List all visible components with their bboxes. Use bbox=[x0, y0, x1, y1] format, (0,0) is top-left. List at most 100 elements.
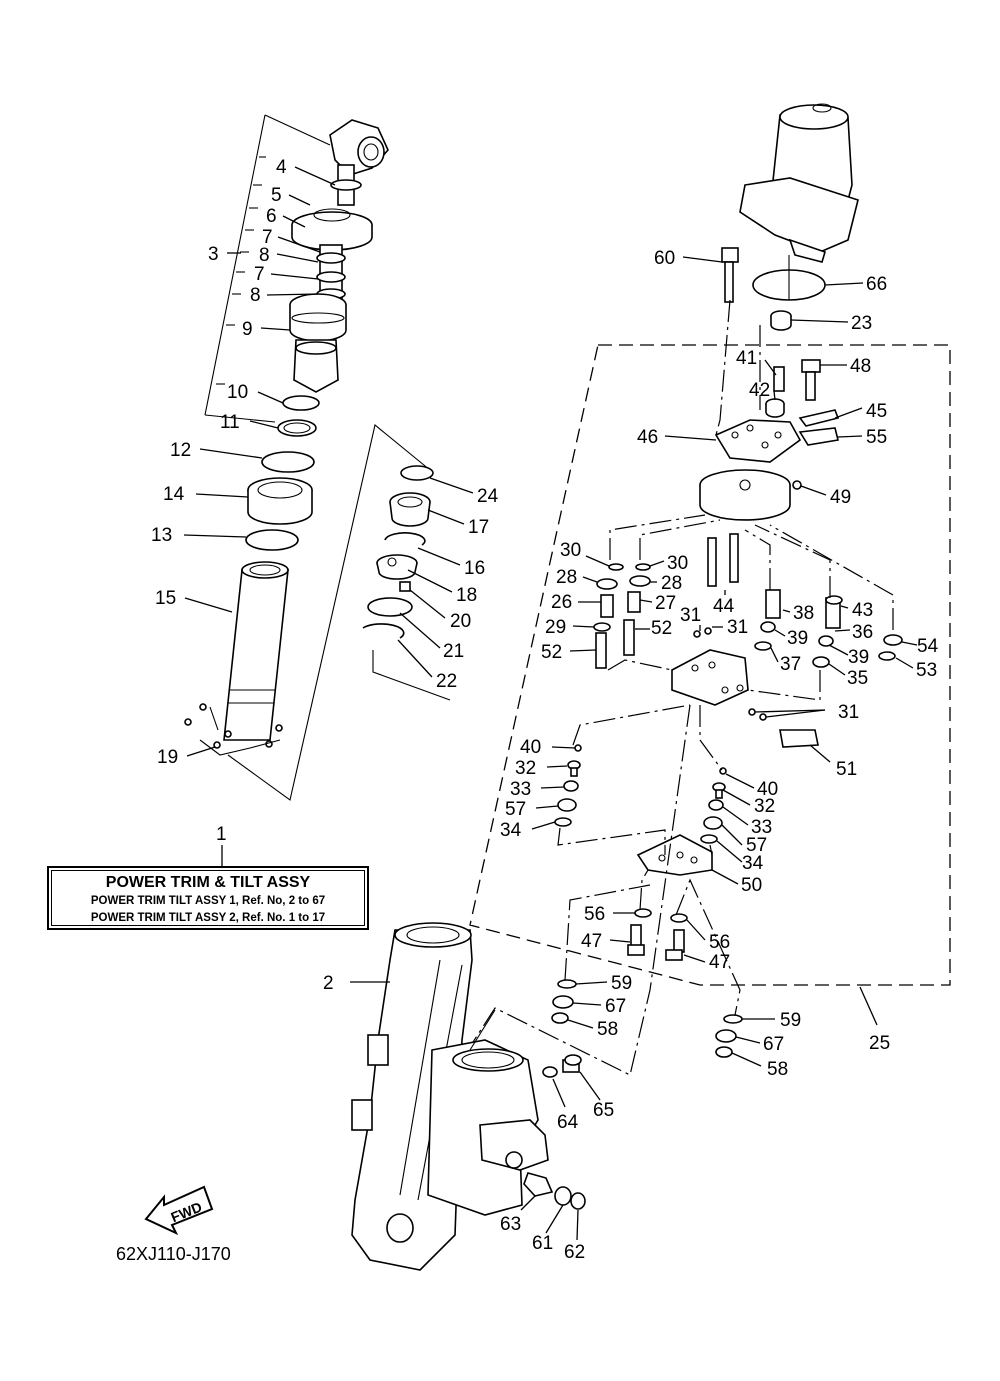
callout-39: 39 bbox=[787, 628, 808, 649]
callout-34: 34 bbox=[742, 853, 764, 874]
fwd-arrow-icon: FWD bbox=[144, 1185, 214, 1235]
callout-21: 21 bbox=[443, 641, 464, 662]
callout-26: 26 bbox=[551, 592, 572, 613]
callout-63: 63 bbox=[500, 1214, 521, 1235]
main-housing bbox=[351, 922, 586, 1271]
callout-57: 57 bbox=[505, 799, 526, 820]
callout-62: 62 bbox=[564, 1242, 585, 1263]
motor-assembly bbox=[551, 103, 903, 1058]
callout-labels: 2 3 4 5 6 7 8 7 8 9 10 11 12 14 13 15 19… bbox=[151, 157, 939, 1263]
assembly-line-1: POWER TRIM TILT ASSY 1, Ref. No, 2 to 67 bbox=[90, 895, 326, 907]
callout-61: 61 bbox=[532, 1233, 553, 1254]
callout-59: 59 bbox=[611, 973, 632, 994]
callout-2: 2 bbox=[323, 973, 334, 994]
callout-32: 32 bbox=[515, 758, 536, 779]
leader-lines bbox=[183, 166, 918, 1241]
assembly-heading: POWER TRIM & TILT ASSY bbox=[105, 874, 311, 891]
callout-40: 40 bbox=[520, 737, 541, 758]
callout-38: 38 bbox=[793, 603, 814, 624]
callout-32: 32 bbox=[754, 796, 775, 817]
callout-34: 34 bbox=[500, 820, 522, 841]
callout-11: 11 bbox=[220, 412, 240, 433]
callout-8: 8 bbox=[259, 245, 270, 266]
callout-7: 7 bbox=[262, 227, 273, 248]
callout-37: 37 bbox=[780, 654, 801, 675]
callout-18: 18 bbox=[456, 585, 477, 606]
callout-45: 45 bbox=[866, 401, 887, 422]
callout-31: 31 bbox=[838, 702, 859, 723]
callout-35: 35 bbox=[847, 668, 868, 689]
callout-33: 33 bbox=[751, 817, 772, 838]
callout-22: 22 bbox=[436, 671, 457, 692]
callout-46: 46 bbox=[637, 427, 658, 448]
callout-7: 7 bbox=[254, 264, 265, 285]
callout-8: 8 bbox=[250, 285, 261, 306]
callout-44: 44 bbox=[713, 596, 735, 617]
callout-48: 48 bbox=[850, 356, 871, 377]
callout-55: 55 bbox=[866, 427, 887, 448]
callout-6: 6 bbox=[266, 206, 277, 227]
callout-58: 58 bbox=[597, 1019, 618, 1040]
drawing-code: 62XJ110-J170 bbox=[116, 1244, 231, 1264]
callout-47: 47 bbox=[581, 931, 602, 952]
callout-17: 17 bbox=[468, 517, 489, 538]
callout-42: 42 bbox=[749, 380, 770, 401]
tilt-rod-assembly bbox=[184, 114, 431, 801]
callout-1: 1 bbox=[216, 824, 227, 845]
callout-51: 51 bbox=[836, 759, 857, 780]
callout-40: 40 bbox=[757, 779, 778, 800]
callout-10: 10 bbox=[227, 382, 248, 403]
assembly-title-box: POWER TRIM & TILT ASSY POWER TRIM TILT A… bbox=[47, 866, 369, 930]
assembly-line-2: POWER TRIM TILT ASSY 2, Ref. No. 1 to 17 bbox=[90, 912, 326, 924]
callout-65: 65 bbox=[593, 1100, 614, 1121]
callout-66: 66 bbox=[866, 274, 887, 295]
callout-52: 52 bbox=[651, 618, 672, 639]
callout-54: 54 bbox=[917, 636, 939, 657]
callout-60: 60 bbox=[654, 248, 675, 269]
callout-20: 20 bbox=[450, 611, 471, 632]
callout-12: 12 bbox=[170, 440, 191, 461]
callout-53: 53 bbox=[916, 660, 937, 681]
callout-64: 64 bbox=[557, 1112, 579, 1133]
callout-56: 56 bbox=[709, 932, 730, 953]
callout-13: 13 bbox=[151, 525, 172, 546]
pump-unit-outline bbox=[469, 344, 951, 986]
callout-5: 5 bbox=[271, 185, 282, 206]
callout-15: 15 bbox=[155, 588, 176, 609]
callout-39: 39 bbox=[848, 647, 869, 668]
callout-33: 33 bbox=[510, 779, 531, 800]
valve-parts-group bbox=[362, 465, 451, 701]
callout-14: 14 bbox=[163, 484, 185, 505]
callout-52: 52 bbox=[541, 642, 562, 663]
callout-67: 67 bbox=[605, 996, 626, 1017]
callout-36: 36 bbox=[852, 622, 873, 643]
callout-27: 27 bbox=[655, 593, 676, 614]
callout-57: 57 bbox=[746, 835, 767, 856]
callout-29: 29 bbox=[545, 617, 566, 638]
callout-28: 28 bbox=[661, 573, 682, 594]
callout-59: 59 bbox=[780, 1010, 801, 1031]
callout-19: 19 bbox=[157, 747, 178, 768]
callout-58: 58 bbox=[767, 1059, 788, 1080]
callout-25: 25 bbox=[869, 1033, 890, 1054]
callout-50: 50 bbox=[741, 875, 762, 896]
callout-3: 3 bbox=[208, 244, 219, 265]
callout-67: 67 bbox=[763, 1034, 784, 1055]
callout-43: 43 bbox=[852, 600, 873, 621]
callout-31: 31 bbox=[680, 605, 701, 626]
callout-24: 24 bbox=[477, 486, 499, 507]
callout-23: 23 bbox=[851, 313, 872, 334]
callout-4: 4 bbox=[276, 157, 287, 178]
callout-41: 41 bbox=[736, 348, 757, 369]
callout-56: 56 bbox=[584, 904, 605, 925]
callout-16: 16 bbox=[464, 558, 485, 579]
pump-chain-lines bbox=[454, 299, 894, 1076]
callout-31: 31 bbox=[727, 617, 748, 638]
callout-30: 30 bbox=[560, 540, 581, 561]
callout-47: 47 bbox=[709, 952, 730, 973]
callout-49: 49 bbox=[830, 487, 851, 508]
callout-28: 28 bbox=[556, 567, 577, 588]
callout-30: 30 bbox=[667, 553, 688, 574]
callout-9: 9 bbox=[242, 319, 253, 340]
